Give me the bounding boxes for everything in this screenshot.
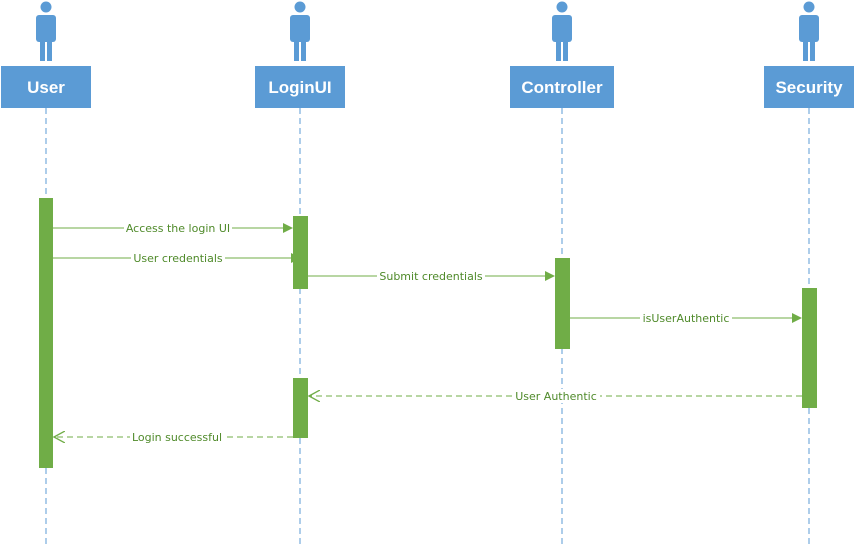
- person-icon: [552, 1, 572, 61]
- actor-controller: Controller: [510, 1, 614, 108]
- actor-label: Security: [775, 78, 843, 97]
- actor-box: [510, 66, 614, 108]
- message-label: Submit credentials: [379, 270, 483, 283]
- message-3: Submit credentials: [308, 269, 555, 283]
- actor-box: [1, 66, 91, 108]
- message-label: Login successful: [132, 431, 222, 444]
- activation-bar-security: [802, 288, 817, 408]
- activation-bar-loginui-2: [293, 378, 308, 438]
- actor-loginui: LoginUI: [255, 1, 345, 108]
- lifelines: [45, 108, 810, 547]
- actor-security: Security: [764, 1, 854, 108]
- person-icon: [290, 1, 310, 61]
- message-label: User credentials: [133, 252, 223, 265]
- message-label: isUserAuthentic: [643, 312, 730, 325]
- person-icon: [36, 1, 56, 61]
- actor-box: [255, 66, 345, 108]
- message-2: User credentials: [53, 251, 301, 265]
- actor-label: LoginUI: [268, 78, 331, 97]
- actor-label: Controller: [521, 78, 603, 97]
- person-icon: [799, 1, 819, 61]
- message-4: isUserAuthentic: [570, 311, 802, 325]
- actor-box: [764, 66, 854, 108]
- activation-bar-controller: [555, 258, 570, 349]
- actor-user: User: [1, 1, 91, 108]
- message-6: Login successful: [54, 430, 293, 444]
- activation-bar-loginui-1: [293, 216, 308, 289]
- activation-bar-user: [39, 198, 53, 468]
- message-label: User Authentic: [515, 390, 597, 403]
- activation-bars: [39, 198, 817, 468]
- message-5: User Authentic: [309, 389, 802, 403]
- message-label: Access the login UI: [126, 222, 230, 235]
- actor-label: User: [27, 78, 65, 97]
- message-1: Access the login UI: [53, 221, 293, 235]
